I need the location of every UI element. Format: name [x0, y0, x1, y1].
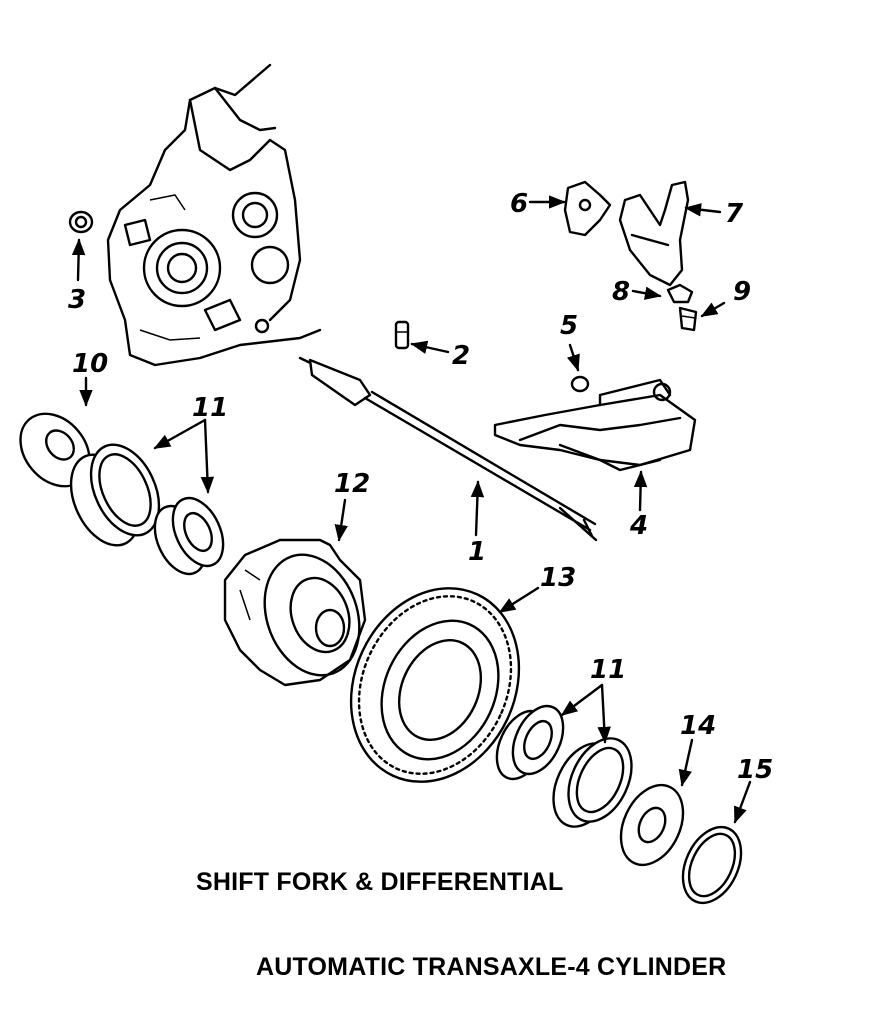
callout-11-right: 11: [590, 655, 626, 685]
callout-10: 10: [72, 349, 108, 379]
diagram-title: SHIFT FORK & DIFFERENTIAL: [196, 868, 564, 896]
part-1-shift-shaft: [298, 356, 598, 542]
callout-8: 8: [612, 277, 630, 307]
callout-3: 3: [68, 285, 86, 315]
callout-4: 4: [629, 511, 648, 541]
part-12-differential-case: [223, 538, 367, 687]
part-6-shift-lever: [563, 180, 612, 237]
part-2-sensor: [394, 320, 410, 350]
callout-1: 1: [468, 537, 486, 567]
part-9-bolt: [678, 306, 698, 332]
part-5-washer: [570, 375, 590, 393]
callout-13: 13: [540, 563, 576, 593]
callout-15: 15: [737, 755, 773, 785]
part-15-snap-ring: [681, 825, 743, 905]
part-13-ring-gear: [349, 587, 521, 783]
callout-7: 7: [725, 199, 744, 229]
callout-5: 5: [560, 311, 578, 341]
callout-11-left: 11: [192, 393, 228, 423]
part-7-shift-fork: [618, 180, 690, 287]
part-4-bracket: [493, 378, 697, 472]
diagram-subtitle: AUTOMATIC TRANSAXLE-4 CYLINDER: [256, 953, 727, 981]
part-8-clip: [666, 283, 694, 304]
leader-arrows: [71, 195, 752, 824]
part-11-bearing-left: [69, 443, 225, 576]
callout-6: 6: [510, 189, 528, 219]
callout-12: 12: [334, 469, 370, 499]
part-14-shim: [619, 783, 685, 867]
part-3-seal: [68, 210, 94, 234]
part-11-bearing-right: [495, 704, 633, 828]
callout-14: 14: [680, 711, 716, 741]
callout-2: 2: [452, 341, 470, 371]
callout-9: 9: [733, 277, 751, 307]
transaxle-housing: [106, 63, 322, 367]
